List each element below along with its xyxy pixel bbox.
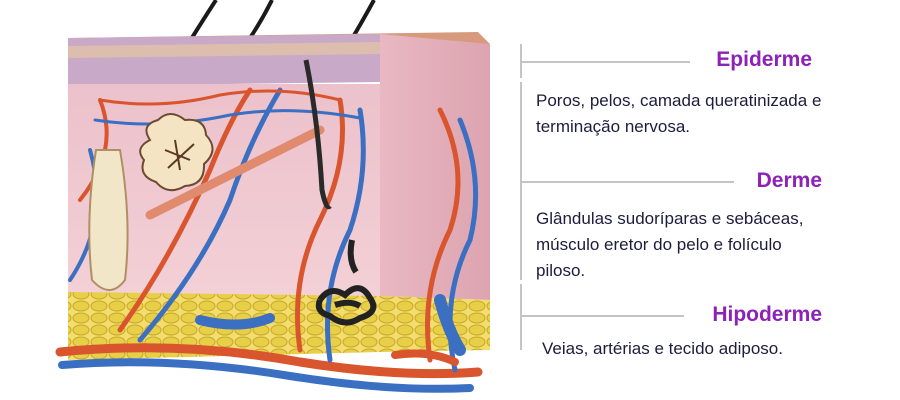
sebaceous-gland [139,113,214,192]
derme-leader-line [522,181,734,183]
epidermis-layer [68,34,380,86]
epiderme-leader-line [522,61,690,63]
skin-cross-section-illustration [55,0,490,393]
derme-description: Glândulas sudoríparas e sebáceas, múscul… [536,209,804,280]
epiderme-description: Poros, pelos, camada queratinizada e ter… [536,91,822,136]
derme-title: Derme [756,169,822,192]
hipoderme-description: Veias, artérias e tecido adiposo. [542,339,783,358]
hipoderme-title: Hipoderme [712,303,822,326]
hipoderme-leader-line [522,315,684,317]
hypodermis-fat-layer [68,292,490,360]
derme-bracket [520,82,528,280]
hair-shaft [303,59,332,210]
epiderme-bracket [520,44,528,78]
hipoderme-bracket [520,284,528,350]
hair-follicle [88,149,129,291]
sweat-gland [315,239,377,326]
side-face [380,34,490,300]
erector-muscle [145,125,325,220]
epiderme-title: Epiderme [716,48,812,71]
